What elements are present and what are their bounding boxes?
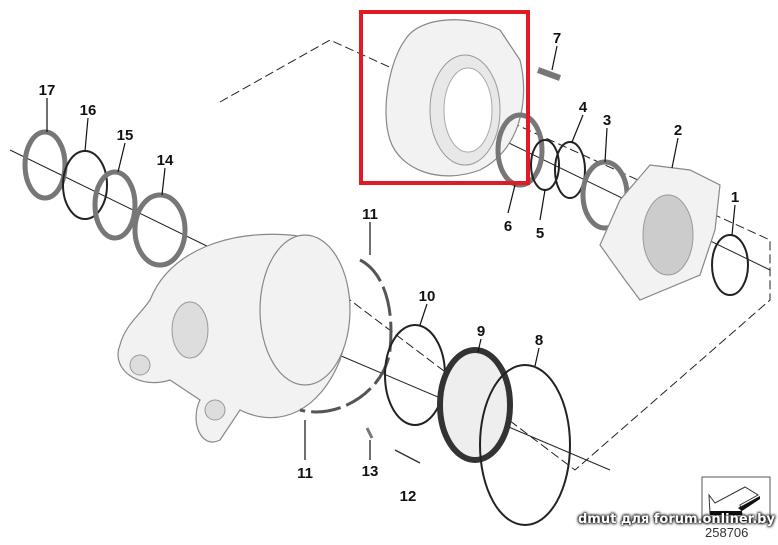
highlighted-part-frame xyxy=(359,10,530,185)
watermark: dmut для forum.onliner.by xyxy=(578,512,775,527)
callout-15: 15 xyxy=(117,127,134,144)
part-9-ball-bearing xyxy=(437,347,513,463)
part-1-circlip xyxy=(711,234,749,296)
callout-9: 9 xyxy=(477,323,485,340)
callout-1: 1 xyxy=(731,189,739,206)
housing-cover xyxy=(385,19,525,177)
callout-4: 4 xyxy=(579,99,588,116)
callout-3: 3 xyxy=(603,112,611,129)
callout-13: 13 xyxy=(362,463,379,480)
callout-10: 10 xyxy=(419,288,436,305)
axis-left xyxy=(9,149,216,251)
leader-lines xyxy=(46,45,736,460)
part-10-circlip xyxy=(384,324,446,426)
callout-2: 2 xyxy=(674,122,682,139)
part-8-o-ring xyxy=(479,364,571,526)
callout-16: 16 xyxy=(80,102,97,119)
callout-7: 7 xyxy=(553,30,561,47)
part-13-pin xyxy=(365,427,374,439)
callout-11-upper: 11 xyxy=(362,206,378,223)
part-6-seal xyxy=(495,112,545,188)
callout-6: 6 xyxy=(504,218,512,235)
orientation-arrow-icon xyxy=(701,476,771,523)
part-17-seal xyxy=(22,129,68,201)
callout-12: 12 xyxy=(400,488,417,505)
part-14-bearing xyxy=(132,192,188,268)
callout-8: 8 xyxy=(535,332,543,349)
callout-17: 17 xyxy=(39,82,56,99)
part-7-bolt xyxy=(536,67,562,81)
flange-spline xyxy=(642,194,694,276)
final-drive-housing xyxy=(117,233,351,443)
callout-14: 14 xyxy=(157,152,174,169)
part-11-shim xyxy=(299,258,393,414)
drawing-number: 258706 xyxy=(705,525,749,540)
part-4-ring xyxy=(554,141,586,199)
callout-5: 5 xyxy=(536,225,544,242)
callout-11-lower: 11 xyxy=(297,465,313,482)
part-15-seal xyxy=(92,169,138,241)
part-12-pin xyxy=(394,449,421,464)
